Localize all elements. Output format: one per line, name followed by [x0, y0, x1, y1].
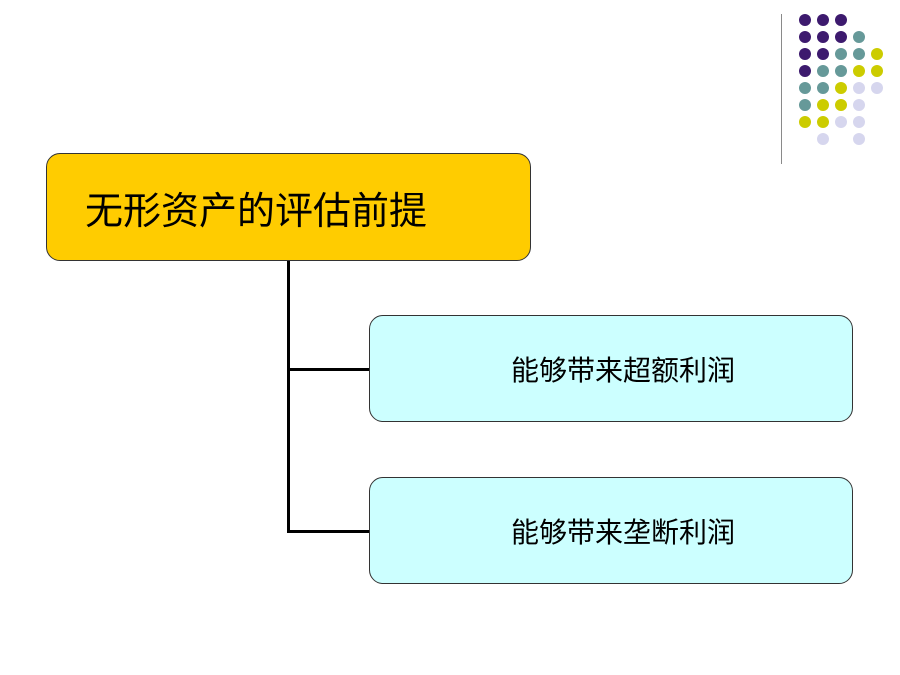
child-node-1-label: 能够带来超额利润	[510, 353, 735, 387]
branch-connector-2	[287, 530, 370, 533]
child-node-2: 能够带来垄断利润	[369, 477, 853, 584]
decorative-vertical-divider	[781, 14, 782, 164]
root-node: 无形资产的评估前提	[46, 153, 531, 261]
root-node-label: 无形资产的评估前提	[85, 188, 428, 233]
child-node-2-label: 能够带来垄断利润	[510, 515, 735, 549]
child-node-1: 能够带来超额利润	[369, 315, 853, 422]
trunk-connector	[287, 261, 290, 533]
branch-connector-1	[287, 368, 370, 371]
